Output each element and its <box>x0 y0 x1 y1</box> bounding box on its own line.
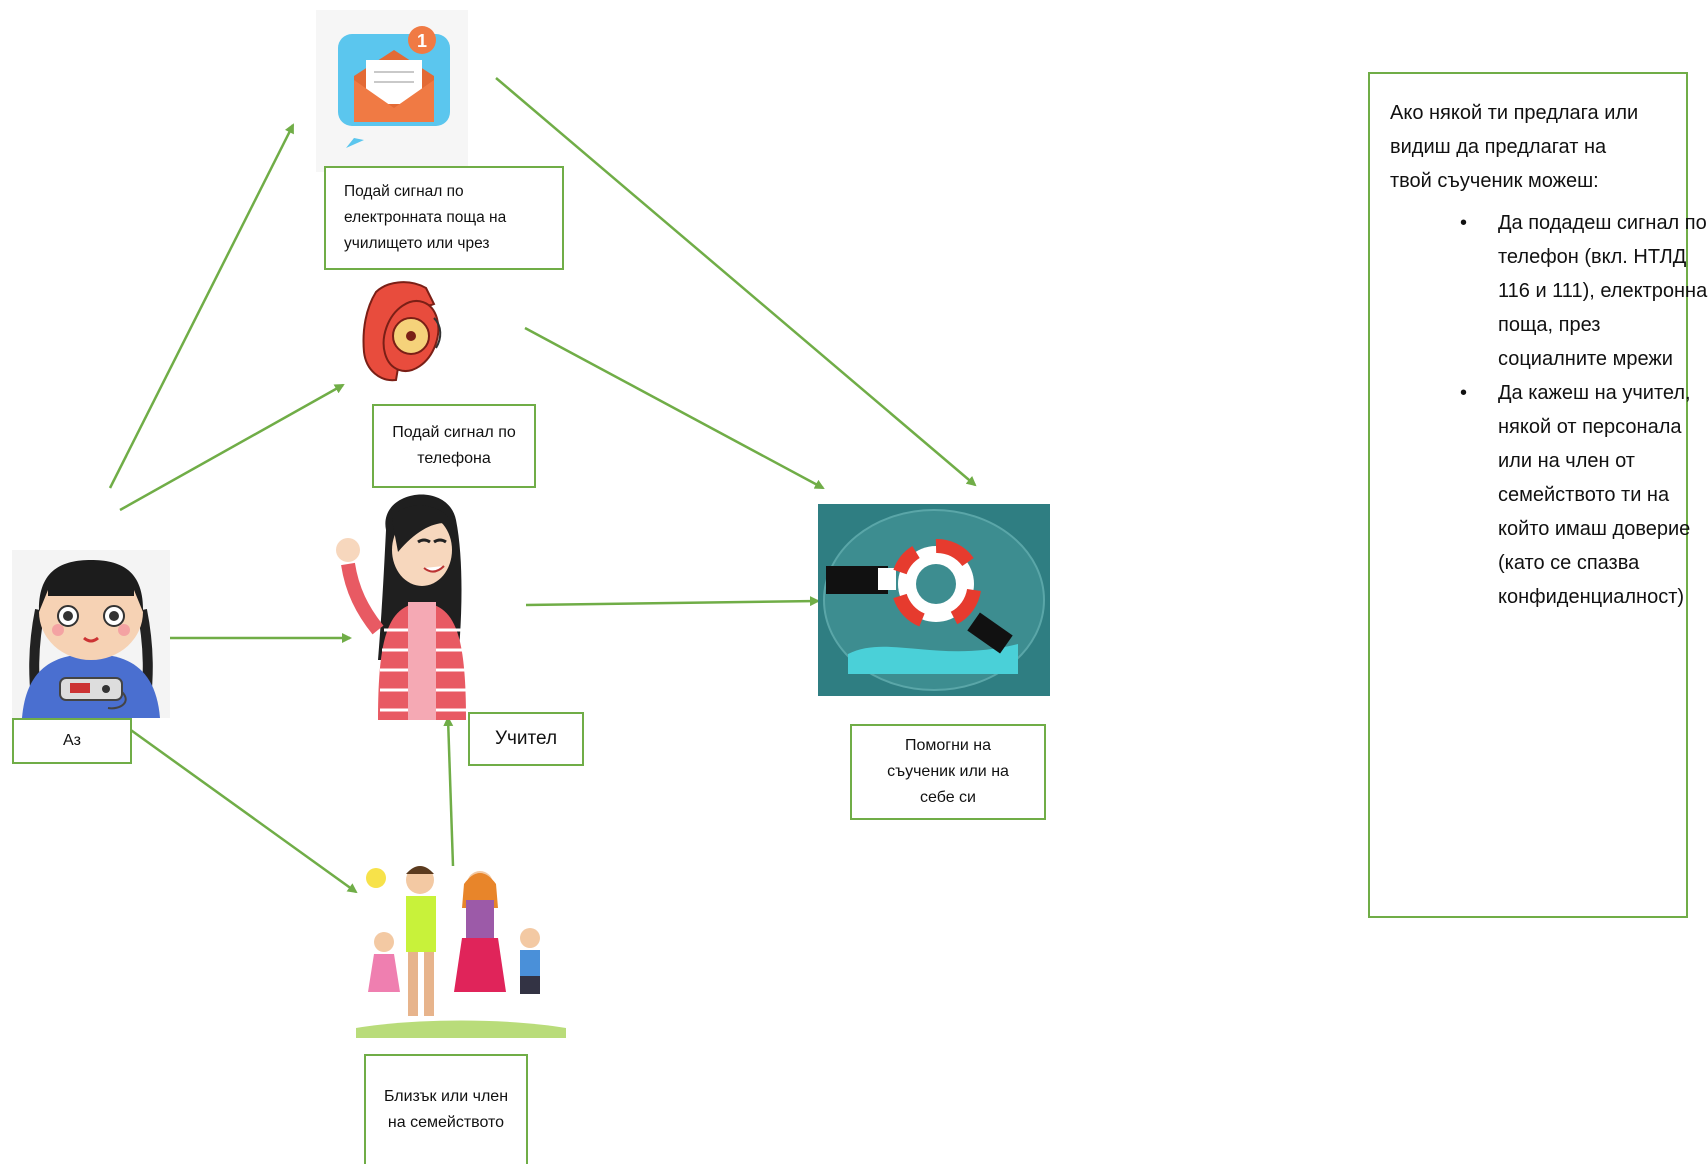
arrow-me-to-email <box>108 123 295 489</box>
list-item: • Да подадеш сигнал по телефон (вкл. НТЛ… <box>1460 206 1708 376</box>
node-help: Помогни на съученик или на себе си <box>850 724 1046 820</box>
info-intro: Ако някой ти предлага или видиш да предл… <box>1390 102 1639 192</box>
node-email-label: Подай сигнал по електронната поща на учи… <box>344 183 507 252</box>
info-panel: Ако някой ти предлага или видиш да предл… <box>1368 72 1707 918</box>
email-badge: 1 <box>417 31 427 51</box>
node-phone: Подай сигнал по телефона <box>372 404 536 488</box>
info-list: • Да подадеш сигнал по телефон (вкл. НТЛ… <box>1390 206 1707 614</box>
node-phone-label: Подай сигнал по телефона <box>392 424 516 467</box>
node-teacher-label: Учител <box>494 728 558 749</box>
arrow-family-to-teacher <box>443 716 455 867</box>
lifebuoy-icon <box>818 504 1050 696</box>
node-teacher: Учител <box>468 712 584 766</box>
bullet-icon: • <box>1460 382 1468 404</box>
girl-gamer-icon <box>12 550 170 718</box>
arrow-me-to-family <box>127 726 358 894</box>
telephone-icon <box>356 278 446 388</box>
bullet-icon: • <box>1460 212 1468 234</box>
node-help-label: Помогни на съученик или на себе си <box>887 737 1009 806</box>
arrow-teacher-to-help <box>525 596 820 607</box>
email-icon: 1 <box>316 10 468 172</box>
node-me: Аз <box>12 718 132 764</box>
arrow-email-to-help <box>495 77 977 487</box>
node-email: Подай сигнал по електронната поща на учи… <box>324 166 564 270</box>
node-me-label: Аз <box>62 732 81 749</box>
node-family: Близък или член на семейството <box>364 1054 528 1164</box>
info-bullet-1: Да подадеш сигнал по телефон (вкл. НТЛД … <box>1498 212 1708 370</box>
arrow-phone-to-help <box>524 326 825 490</box>
list-item: • Да кажеш на учител, някой от персонала… <box>1460 376 1708 614</box>
arrow-me-to-phone <box>119 383 345 512</box>
node-family-label: Близък или член на семейството <box>383 1088 509 1131</box>
family-icon <box>356 858 566 1038</box>
info-bullet-2: Да кажеш на учител, някой от персонала и… <box>1498 382 1691 608</box>
teacher-icon <box>336 480 488 720</box>
